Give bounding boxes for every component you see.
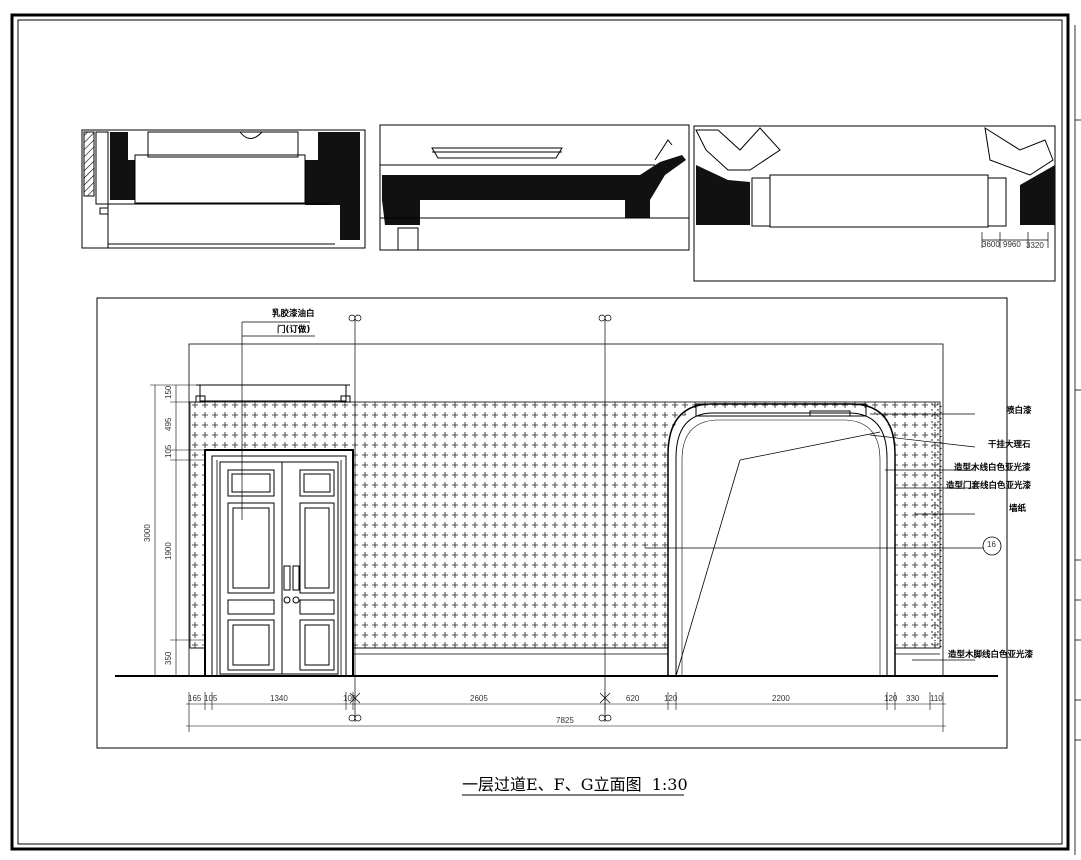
inner-frame: [17, 19, 1063, 845]
vdim-105: 105: [164, 444, 173, 458]
vertical-dimension-lines: [150, 384, 205, 677]
wallpaper-field: [189, 401, 942, 676]
hdim-165: 165: [188, 694, 202, 703]
grid-markers: [348, 314, 612, 722]
hdim-620: 620: [626, 694, 640, 703]
note-door: 门(订做): [277, 324, 310, 335]
baseboard: [190, 647, 940, 655]
hdim-total: 7825: [556, 716, 574, 725]
section-callout: [982, 536, 1002, 556]
vdim-495: 495: [164, 417, 173, 431]
drawing-title: 一层过道E、F、G立面图 1:30: [462, 775, 688, 794]
note-marble: 干挂大理石: [988, 439, 1031, 450]
hdim-2200: 2200: [772, 694, 790, 703]
hdim-1340: 1340: [270, 694, 288, 703]
note-white-spray: 喷白漆: [1006, 405, 1032, 416]
hdim-105a: 105: [204, 694, 218, 703]
note-wallpaper: 墙纸: [1009, 503, 1027, 514]
detail-section-3: 3600 9960 3320: [693, 125, 1056, 282]
detail-dim-1: 3600: [982, 240, 1000, 249]
annotation-leaders: [645, 413, 985, 661]
vdim-150: 150: [164, 385, 173, 399]
horizontal-dimension-lines: [186, 692, 946, 732]
note-wood-trim: 造型木线白色亚光漆: [954, 462, 1031, 473]
hdim-110: 110: [930, 694, 943, 703]
archway: [667, 403, 896, 677]
hdim-120b: 120: [884, 694, 898, 703]
title-block-strip: [1074, 25, 1081, 855]
hdim-105b: 105: [343, 694, 357, 703]
hdim-330: 330: [906, 694, 920, 703]
note-latex-paint: 乳胶漆油白: [272, 308, 315, 319]
section-callout-label: 16: [987, 540, 996, 549]
note-door-casing: 造型门套线白色亚光漆: [946, 480, 1032, 491]
note-baseboard: 造型木脚线白色亚光漆: [948, 649, 1034, 660]
hdim-120a: 120: [664, 694, 678, 703]
detail-section-1: [81, 129, 366, 249]
vdim-total: 3000: [143, 524, 152, 542]
cornice: [199, 384, 347, 402]
double-door: [204, 449, 354, 677]
vdim-350: 350: [164, 651, 173, 665]
elevation-frame: [96, 297, 1008, 749]
vdim-1900: 1900: [164, 542, 173, 560]
detail-dim-3: 3320: [1026, 241, 1044, 250]
hdim-2605: 2605: [470, 694, 488, 703]
detail-dim-2: 9960: [1003, 240, 1021, 249]
outer-frame: [10, 13, 1070, 851]
detail-section-2: [379, 124, 690, 251]
